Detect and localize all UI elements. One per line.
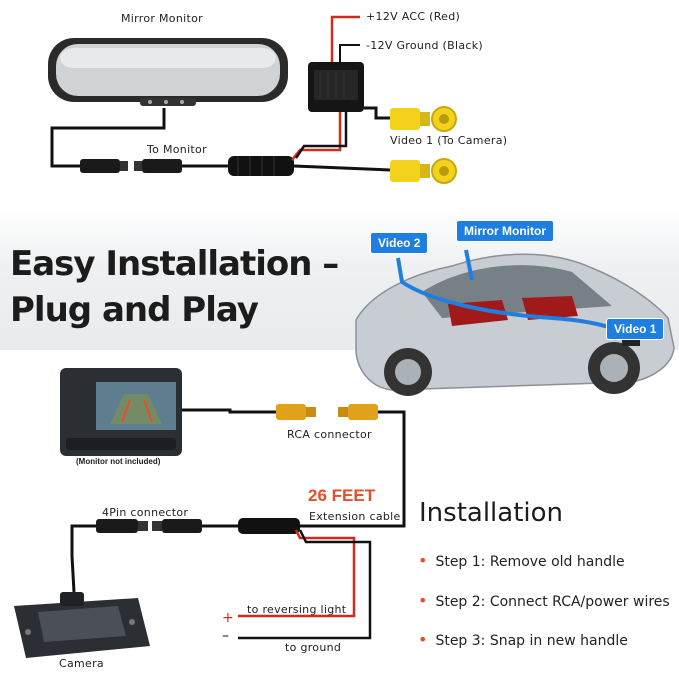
rca-female-connector xyxy=(276,404,316,420)
mirror-monitor-image xyxy=(48,38,288,106)
monitor-not-included-note: (Monitor not included) xyxy=(76,457,161,466)
car-graphic xyxy=(355,249,675,396)
install-step-2-text: Step 2: Connect RCA/power wires xyxy=(435,594,670,610)
rca-plug-bottom xyxy=(390,158,457,184)
installation-title: Installation xyxy=(419,498,564,528)
camera-label: Camera xyxy=(59,657,104,670)
video2-tag: Video 2 xyxy=(370,232,429,254)
top-wiring-diagram: Mirror Monitor +12V ACC (Red) -12V Groun… xyxy=(0,0,679,215)
install-step-1: • Step 1: Remove old handle xyxy=(418,551,625,570)
install-step-1-text: Step 1: Remove old handle xyxy=(435,554,625,570)
rca-plug-top xyxy=(390,106,457,132)
car-illustration xyxy=(352,222,679,418)
mirror-monitor-label: Mirror Monitor xyxy=(121,12,203,25)
headline-line-1: Easy Installation – xyxy=(10,244,339,284)
minus-sign: – xyxy=(222,628,229,644)
install-step-3: • Step 3: Snap in new handle xyxy=(418,630,628,649)
reversing-light-label: to reversing light xyxy=(247,603,347,616)
4pin-connector-label: 4Pin connector xyxy=(102,506,189,519)
acc-wire-label: +12V ACC (Red) xyxy=(366,10,461,23)
install-step-3-text: Step 3: Snap in new handle xyxy=(435,633,628,649)
ground-label: to ground xyxy=(285,641,342,654)
camera-handle-image xyxy=(14,592,150,658)
video1-tag: Video 1 xyxy=(606,318,665,340)
video1-to-camera-label: Video 1 (To Camera) xyxy=(390,134,508,147)
4pin-connector xyxy=(96,519,202,533)
wire-splitter xyxy=(228,156,294,176)
extension-cable-label: Extension cable xyxy=(309,510,401,523)
to-monitor-label: To Monitor xyxy=(147,143,207,156)
mirror-monitor-tag: Mirror Monitor xyxy=(456,220,554,242)
monitor-connector-female xyxy=(134,159,182,173)
rca-male-connector xyxy=(338,404,378,420)
extension-splitter xyxy=(238,518,300,534)
dashboard-monitor-image xyxy=(60,368,182,456)
26-feet-label: 26 FEET xyxy=(308,486,376,505)
bullet-dot: • xyxy=(418,551,428,570)
top-wiring-graphic xyxy=(48,15,457,184)
install-step-2: • Step 2: Connect RCA/power wires xyxy=(418,591,670,610)
bullet-dot: • xyxy=(418,630,428,649)
ground-wire-label: -12V Ground (Black) xyxy=(366,39,483,52)
power-box xyxy=(308,62,364,112)
headline-line-2: Plug and Play xyxy=(10,290,259,330)
bottom-wiring-graphic xyxy=(14,368,406,658)
rca-connector-label: RCA connector xyxy=(287,428,372,441)
monitor-connector-male xyxy=(80,159,128,173)
bottom-wiring-diagram: (Monitor not included) RCA connector 26 … xyxy=(0,360,679,679)
bullet-dot: • xyxy=(418,591,428,610)
plus-sign: + xyxy=(222,610,234,626)
